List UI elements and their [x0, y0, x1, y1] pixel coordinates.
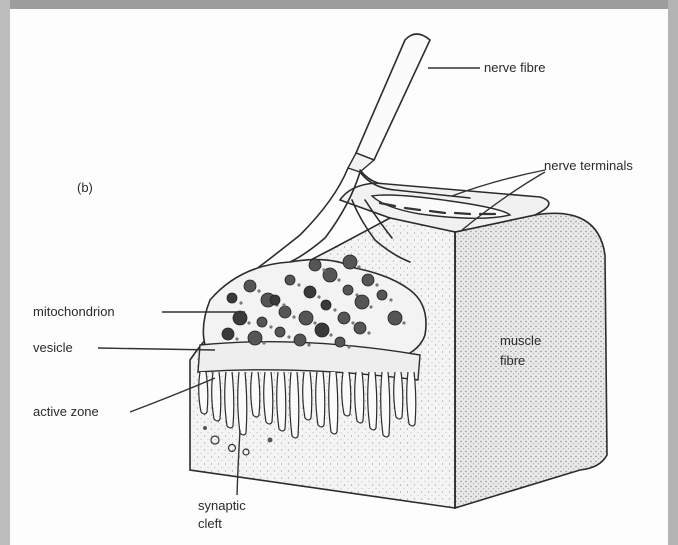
- nerve-fibre-label: nerve fibre: [484, 60, 545, 75]
- synaptic-vesicle-dot: [375, 283, 378, 286]
- junctional-fold: [329, 372, 338, 434]
- mitochondrion-blob: [388, 311, 402, 325]
- left-border: [0, 0, 10, 545]
- synaptic-vesicle-dot: [247, 321, 250, 324]
- mitochondrion-label: mitochondrion: [33, 304, 115, 319]
- mitochondrion-blob: [270, 295, 280, 305]
- junctional-fold: [290, 372, 299, 438]
- synaptic-vesicle-dot: [282, 303, 285, 306]
- muscle-fibre-label-line2: fibre: [500, 353, 525, 368]
- mitochondrion-blob: [377, 290, 387, 300]
- synaptic-cleft-label-line2: cleft: [198, 516, 222, 531]
- mitochondrion-blob: [233, 311, 247, 325]
- mitochondrion-blob: [335, 337, 345, 347]
- mitochondrion-blob: [338, 312, 350, 324]
- synaptic-vesicle-dot: [347, 345, 350, 348]
- synaptic-vesicle-dot: [287, 335, 290, 338]
- muscle-side-face: [455, 213, 607, 508]
- synaptic-vesicle-dot: [313, 321, 316, 324]
- mitochondrion-blob: [321, 300, 331, 310]
- junctional-fold: [238, 372, 247, 435]
- synaptic-cleft-label-line1: synaptic: [198, 498, 246, 513]
- mitochondrion-blob: [222, 328, 234, 340]
- mitochondrion-blob: [362, 274, 374, 286]
- mitochondrion-blob: [275, 327, 285, 337]
- mitochondrion-blob: [309, 259, 321, 271]
- junctional-fold: [199, 372, 208, 414]
- synaptic-vesicle-dot: [235, 337, 238, 340]
- synaptic-vesicle-dot: [333, 308, 336, 311]
- synaptic-vesicle-dot: [239, 301, 242, 304]
- muscle-fibre-label-line1: muscle: [500, 333, 541, 348]
- synaptic-vesicle-dot: [269, 325, 272, 328]
- junctional-fold: [303, 372, 312, 420]
- right-border: [668, 0, 678, 545]
- mitochondrion-blob: [285, 275, 295, 285]
- junctional-fold: [407, 372, 416, 426]
- synaptic-vesicle-dot: [389, 298, 392, 301]
- top-border: [0, 0, 678, 9]
- junctional-fold: [342, 372, 351, 416]
- junctional-fold: [381, 372, 390, 437]
- junctional-fold: [277, 372, 286, 431]
- mitochondrion-blob: [304, 286, 316, 298]
- mitochondrion-blob: [244, 280, 256, 292]
- mitochondrion-blob: [299, 311, 313, 325]
- synaptic-vesicle-dot: [367, 331, 370, 334]
- synaptic-vesicle-dot: [402, 321, 405, 324]
- synaptic-vesicle-dot: [329, 333, 332, 336]
- synaptic-vesicle-dot: [337, 278, 340, 281]
- synaptic-vesicle-dot: [262, 341, 265, 344]
- nerve-terminals-label: nerve terminals: [544, 158, 633, 173]
- synaptic-vesicle-dot: [351, 321, 354, 324]
- mitochondrion-blob: [227, 293, 237, 303]
- active-zone-label: active zone: [33, 404, 99, 419]
- mitochondrion-blob: [279, 306, 291, 318]
- mitochondrion-blob: [248, 331, 262, 345]
- junctional-fold: [225, 372, 234, 428]
- junctional-fold: [264, 372, 273, 424]
- synaptic-vesicle-dot: [369, 305, 372, 308]
- panel-label: (b): [77, 180, 93, 195]
- junctional-fold: [394, 372, 403, 419]
- synaptic-vesicle-dot: [322, 268, 325, 271]
- junctional-fold: [316, 372, 325, 427]
- mitochondrion-blob: [257, 317, 267, 327]
- mitochondrion-blob: [354, 322, 366, 334]
- junctional-fold: [355, 372, 364, 423]
- mitochondrion-blob: [315, 323, 329, 337]
- synaptic-vesicle-dot: [317, 295, 320, 298]
- junctional-fold: [368, 372, 377, 430]
- synaptic-vesicle-dot: [297, 283, 300, 286]
- mitochondrion-blob: [294, 334, 306, 346]
- vesicle-label: vesicle: [33, 340, 73, 355]
- synaptic-vesicle-dot: [292, 315, 295, 318]
- junctional-fold: [251, 372, 260, 417]
- synaptic-vesicle-dot: [307, 343, 310, 346]
- mitochondrion-blob: [343, 255, 357, 269]
- mitochondrion-blob: [355, 295, 369, 309]
- synaptic-vesicle-dot: [357, 265, 360, 268]
- synaptic-vesicle-dot: [257, 289, 260, 292]
- mitochondrion-blob: [343, 285, 353, 295]
